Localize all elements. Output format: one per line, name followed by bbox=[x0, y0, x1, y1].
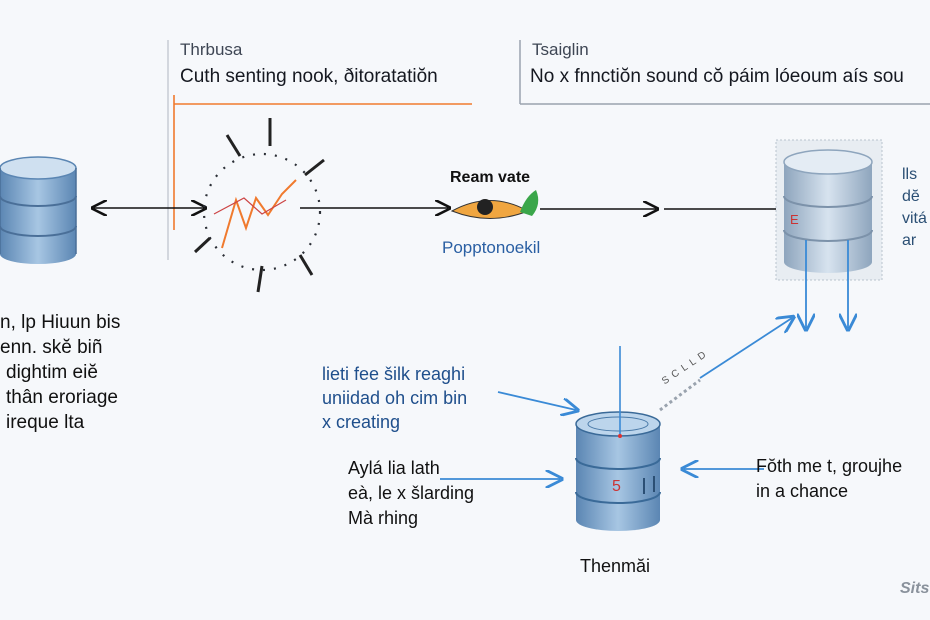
top-left-panel-text: Cuth senting nook, ðitoratatiŏn bbox=[180, 66, 438, 87]
annotation-b-line: Mà rhing bbox=[348, 508, 419, 528]
annotation-a-line: x creating bbox=[322, 412, 401, 432]
node-title: Ream vate bbox=[450, 169, 531, 186]
right-side-line: lls bbox=[902, 166, 918, 183]
annotation-b-line: eà, le x šlarding bbox=[348, 483, 475, 503]
left-text-line: enn. skĕ biñ bbox=[0, 337, 103, 358]
node-caption: Popptonoekil bbox=[442, 238, 541, 257]
left-text-line: ireque lta bbox=[6, 412, 85, 433]
annotation-b-line: Aylá lia lath bbox=[348, 458, 440, 478]
annotation-a: lieti fee šilk reaghi uniidad oh cim bin… bbox=[322, 362, 467, 434]
left-text-line: thân eroriage bbox=[6, 387, 118, 408]
right-side-line: ar bbox=[902, 232, 917, 249]
left-text-line: n, lp Hiuun bis bbox=[0, 312, 121, 333]
top-right-panel-label: Tsaiglin bbox=[532, 40, 589, 59]
top-left-panel-label: Thrbusa bbox=[180, 40, 243, 59]
right-side-line: vitá bbox=[902, 210, 927, 227]
db-center-mark: 5 bbox=[612, 478, 621, 495]
left-text-line: dightim eiĕ bbox=[6, 362, 98, 383]
database-left-icon bbox=[0, 156, 77, 264]
annotation-c-line: Fŏth me t, groujhe bbox=[756, 456, 903, 476]
annotation-a-line: lieti fee šilk reaghi bbox=[322, 364, 466, 384]
top-right-panel-text: No x fnnctiŏn sound cŏ páim lóeoum aís s… bbox=[530, 66, 904, 87]
database-center-icon bbox=[575, 411, 661, 531]
annotation-b: Aylá lia lath eà, le x šlarding Mà rhing bbox=[348, 456, 474, 531]
left-text-block: n, lp Hiuun bis enn. skĕ biñ dightim eiĕ… bbox=[0, 310, 120, 435]
database-right-icon bbox=[775, 139, 883, 281]
annotation-a-line: uniidad oh cim bin bbox=[322, 388, 468, 408]
watermark: Sits bbox=[900, 580, 930, 597]
right-side-line: dĕ bbox=[902, 188, 920, 205]
annotation-c: Fŏth me t, groujhe in a chance bbox=[756, 454, 902, 504]
annotation-c-line: in a chance bbox=[756, 481, 849, 501]
gauge-clock-icon bbox=[193, 118, 325, 293]
db-right-mark: E bbox=[790, 212, 799, 227]
ream-vate-node-icon bbox=[450, 190, 539, 219]
right-side-text: lls dĕ vitá ar bbox=[902, 164, 927, 252]
db-center-label: Thenmăi bbox=[580, 556, 651, 576]
